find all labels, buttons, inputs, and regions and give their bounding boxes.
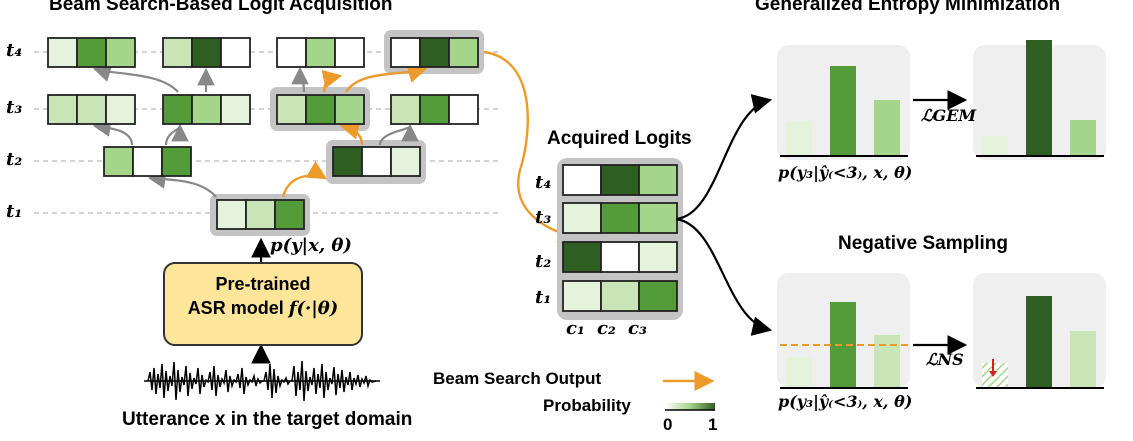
title-gem: Generalized Entropy Minimization — [755, 0, 1061, 15]
loss-gem-label: ℒGEM — [921, 106, 977, 125]
t4-label: t₄ — [6, 40, 23, 61]
bar-ns-after-c3 — [1070, 331, 1096, 388]
title-beam-search: Beam Search-Based Logit Acquisition — [49, 0, 393, 15]
waveform-icon — [144, 360, 380, 402]
t3-label: t₃ — [6, 97, 23, 118]
bar-gem-before-c2 — [830, 66, 856, 156]
p-y-given-x: p(y|x, θ) — [270, 235, 352, 256]
logit-box-t4-4 — [390, 37, 479, 68]
t1-label: t₁ — [6, 201, 23, 222]
beam-path — [281, 50, 578, 243]
utterance-caption: Utterance x in the target domain — [122, 409, 413, 430]
legend-probability-gradient — [665, 403, 715, 410]
logit-box-t4-2 — [162, 37, 251, 68]
acquired-cell-3-3 — [638, 241, 678, 273]
class-c3-label: c₃ — [628, 318, 647, 339]
branch-arrows — [675, 90, 968, 355]
time-step-guides — [34, 51, 500, 214]
title-negative-sampling: Negative Sampling — [838, 233, 1008, 254]
model-line2: ASR model — [187, 298, 289, 318]
t2-label: t₂ — [6, 149, 23, 170]
bar-gem-after-c3 — [1070, 120, 1096, 156]
logit-box-t3-2 — [162, 94, 251, 125]
loss-ns-label: ℒNS — [926, 350, 964, 369]
gem-after-panel — [973, 40, 1106, 160]
legend-prob-max: 1 — [708, 415, 718, 434]
logit-box-t2-2 — [332, 146, 421, 177]
bar-gem-before-c1 — [786, 121, 812, 156]
legend — [663, 371, 715, 411]
legend-prob-min: 0 — [663, 415, 673, 434]
ns-before-panel — [777, 273, 910, 389]
acquired-cell-2-2 — [600, 202, 640, 234]
logit-box-t2-1 — [103, 146, 192, 177]
logit-box-t3-1 — [47, 94, 136, 125]
acquired-cell-2-3 — [638, 202, 678, 234]
title-acquired-logits: Acquired Logits — [547, 128, 692, 149]
logit-box-t3-4 — [390, 94, 479, 125]
logit-box-t4-1 — [47, 37, 136, 68]
acquired-logits-panel — [557, 158, 683, 320]
bar-ns-after-c1 — [982, 363, 1008, 388]
bar-ns-after-c2 — [1026, 296, 1052, 388]
model-line1: Pre-trained — [215, 274, 311, 294]
acquired-cell-3-1 — [562, 241, 602, 273]
bar-ns-before-c3 — [874, 335, 900, 388]
acquired-cell-4-3 — [638, 280, 678, 312]
acquired-cell-1-1 — [562, 164, 602, 196]
model-function: f(·|θ) — [288, 298, 339, 319]
ns-distribution-label: p(y₃|ŷ₍<3₎, x, θ) — [778, 392, 913, 411]
logit-box-t4-3 — [276, 37, 365, 68]
tree-arrows — [92, 64, 419, 198]
gem-before-panel — [777, 45, 910, 160]
acq-t2-label: t₂ — [535, 251, 552, 272]
class-c2-label: c₂ — [597, 318, 616, 339]
acquired-logits-grid — [562, 164, 678, 312]
acquired-cell-4-1 — [562, 280, 602, 312]
acquired-cell-4-2 — [600, 280, 640, 312]
acquired-cell-3-2 — [600, 241, 640, 273]
logit-boxes — [47, 37, 479, 230]
logit-box-t1 — [216, 199, 305, 230]
bar-ns-before-c1 — [786, 357, 812, 388]
bar-gem-before-c3 — [874, 100, 900, 156]
acq-t3-label: t₃ — [535, 207, 552, 228]
acquired-cell-1-2 — [600, 164, 640, 196]
logit-box-t3-3 — [276, 94, 365, 125]
bar-gem-after-c2 — [1026, 40, 1052, 156]
bar-gem-after-c1 — [982, 136, 1008, 156]
asr-model-box: Pre-trained ASR model f(·|θ) — [163, 262, 363, 346]
legend-beam-label: Beam Search Output — [433, 369, 602, 388]
class-c1-label: c₁ — [566, 318, 585, 339]
acq-t1-label: t₁ — [535, 287, 552, 308]
legend-probability-label: Probability — [543, 396, 631, 415]
acquired-cell-1-3 — [638, 164, 678, 196]
ns-after-panel — [973, 273, 1106, 389]
gem-distribution-label: p(y₃|ŷ₍<3₎, x, θ) — [778, 163, 913, 182]
acquired-cell-2-1 — [562, 202, 602, 234]
acq-t4-label: t₄ — [535, 172, 552, 193]
